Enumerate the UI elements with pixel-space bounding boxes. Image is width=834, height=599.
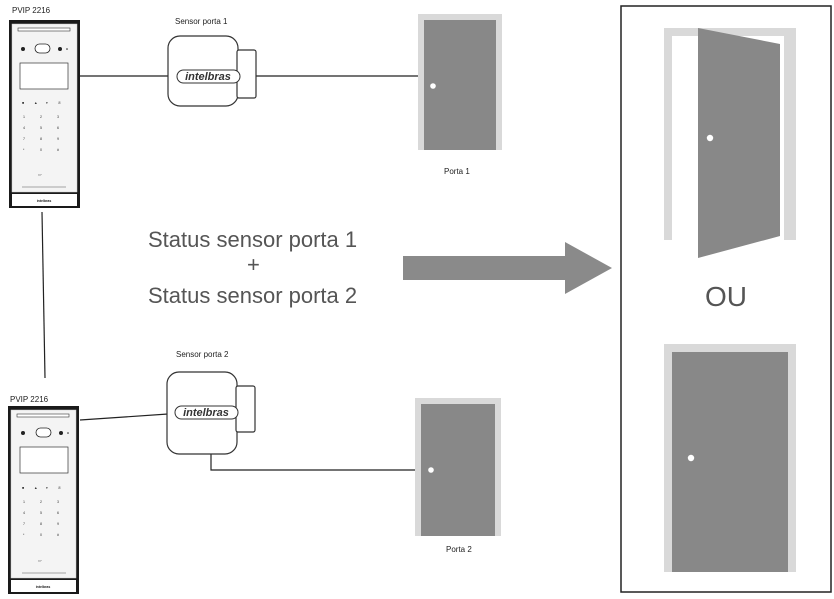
device-top-bell-icon: ■ [22, 101, 24, 105]
device-top-key: 9 [57, 137, 59, 141]
door-sensor-1: Sensor porta 1 intelbras [167, 17, 257, 107]
device-bottom-model: PVIP 2216 [10, 395, 49, 404]
sensor-2-badge [174, 405, 239, 420]
device-bottom-key: 2 [40, 500, 42, 504]
device-top-nfc-icon: ≈⌐ [38, 173, 42, 177]
device-top-display [19, 62, 69, 90]
wire-device1-device2 [41, 211, 46, 379]
device-bottom-nfc-icon: ≈⌐ [38, 559, 42, 563]
device-bottom-inner [10, 409, 77, 579]
device-top-person-icon: ▲ [34, 101, 38, 105]
wire-device2-sensor2 [79, 413, 169, 421]
device-top-key: 4 [23, 126, 25, 130]
status-line-2: Status sensor porta 2 [148, 283, 357, 308]
sensor-2-brand: intelbras [183, 407, 229, 419]
device-bottom-camera [35, 427, 52, 438]
device-top-speaker [17, 27, 71, 32]
device-top-key: 8 [40, 137, 42, 141]
wire-sensor2-door2 [210, 453, 415, 471]
door-open-knob [706, 134, 714, 142]
device-top-led-left [21, 47, 25, 51]
device-bottom-led-right [59, 431, 63, 435]
sensor-1-badge [176, 69, 241, 84]
device-bottom-footer [11, 580, 76, 592]
door-open-illustration [664, 28, 796, 258]
device-bottom-display [19, 446, 69, 474]
device-top-key: 0 [40, 148, 42, 152]
device-bottom-speaker [16, 413, 70, 418]
device-top-key: 7 [23, 137, 25, 141]
device-bottom-phone-icon: ✆ [58, 486, 62, 490]
device-top-keypad: ■ ▲ ▾ ✆ 1 2 3 4 5 6 7 8 9 * 0 # [22, 101, 62, 152]
door-open-leaf [698, 28, 780, 258]
device-top-key: 3 [57, 115, 59, 119]
device-bottom-key: 8 [40, 522, 42, 526]
device-bottom-key: 3 [57, 500, 59, 504]
intercom-device-bottom: PVIP 2216 ■ ▲ ▾ ✆ 1 2 3 4 5 6 7 8 9 * 0 # ≈⌐ intelbras [8, 395, 79, 594]
result-box: OU [620, 5, 832, 593]
door-2-knob [428, 467, 434, 473]
device-top-key: # [57, 148, 59, 152]
device-bottom-led-left [21, 431, 25, 435]
status-line-1: Status sensor porta 1 [148, 227, 357, 252]
door-closed-illustration [664, 344, 796, 572]
door-closed-panel [672, 352, 788, 572]
intercom-device-top: PVIP 2216 ■ ▲ ▾ ✆ 1 2 3 4 5 6 7 8 9 * 0 # ≈⌐ intelbras [9, 6, 80, 208]
device-bottom-led-small [67, 432, 69, 434]
sensor-2-magnet [235, 385, 256, 433]
device-bottom-key: 4 [23, 511, 25, 515]
device-bottom-key: 1 [23, 500, 25, 504]
door-2-label: Porta 2 [446, 545, 472, 554]
device-top-key: 5 [40, 126, 42, 130]
device-top-key: * [23, 148, 25, 152]
sensor-1-label: Sensor porta 1 [175, 17, 228, 26]
device-bottom-key: # [57, 533, 59, 537]
device-top-camera [34, 43, 51, 54]
device-top-model: PVIP 2216 [12, 6, 51, 15]
door-2: Porta 2 [415, 398, 501, 554]
device-bottom-key: 6 [57, 511, 59, 515]
door-sensor-2: Sensor porta 2 intelbras [166, 350, 256, 455]
or-label: OU [705, 281, 747, 312]
sensor-1-brand: intelbras [185, 71, 231, 83]
device-bottom-key: 7 [23, 522, 25, 526]
device-bottom-key: * [23, 533, 25, 537]
device-bottom-brand: intelbras [36, 585, 51, 589]
device-top-key: 1 [23, 115, 25, 119]
device-top-contacts-icon: ▾ [46, 101, 48, 105]
device-bottom-bell-icon: ■ [22, 486, 24, 490]
door-1-panel [424, 20, 496, 150]
device-bottom-keypad: ■ ▲ ▾ ✆ 1 2 3 4 5 6 7 8 9 * 0 # [22, 486, 62, 537]
door-1: Porta 1 [418, 14, 502, 176]
device-top-brand: intelbras [37, 199, 52, 203]
status-plus: + [247, 252, 260, 277]
result-arrow [403, 242, 612, 294]
door-1-label: Porta 1 [444, 167, 470, 176]
sensor-2-label: Sensor porta 2 [176, 350, 229, 359]
wires [41, 75, 418, 471]
device-bottom-key: 0 [40, 533, 42, 537]
device-bottom-person-icon: ▲ [34, 486, 38, 490]
door-closed-knob [687, 454, 695, 462]
device-bottom-key: 5 [40, 511, 42, 515]
device-top-footer [12, 194, 77, 206]
device-top-led-small [66, 48, 68, 50]
device-top-key: 2 [40, 115, 42, 119]
device-top-led-right [58, 47, 62, 51]
status-expression: Status sensor porta 1 + Status sensor po… [148, 227, 357, 308]
device-bottom-contacts-icon: ▾ [46, 486, 48, 490]
door-1-knob [430, 83, 436, 89]
device-top-key: 6 [57, 126, 59, 130]
device-bottom-key: 9 [57, 522, 59, 526]
device-top-phone-icon: ✆ [58, 101, 62, 105]
